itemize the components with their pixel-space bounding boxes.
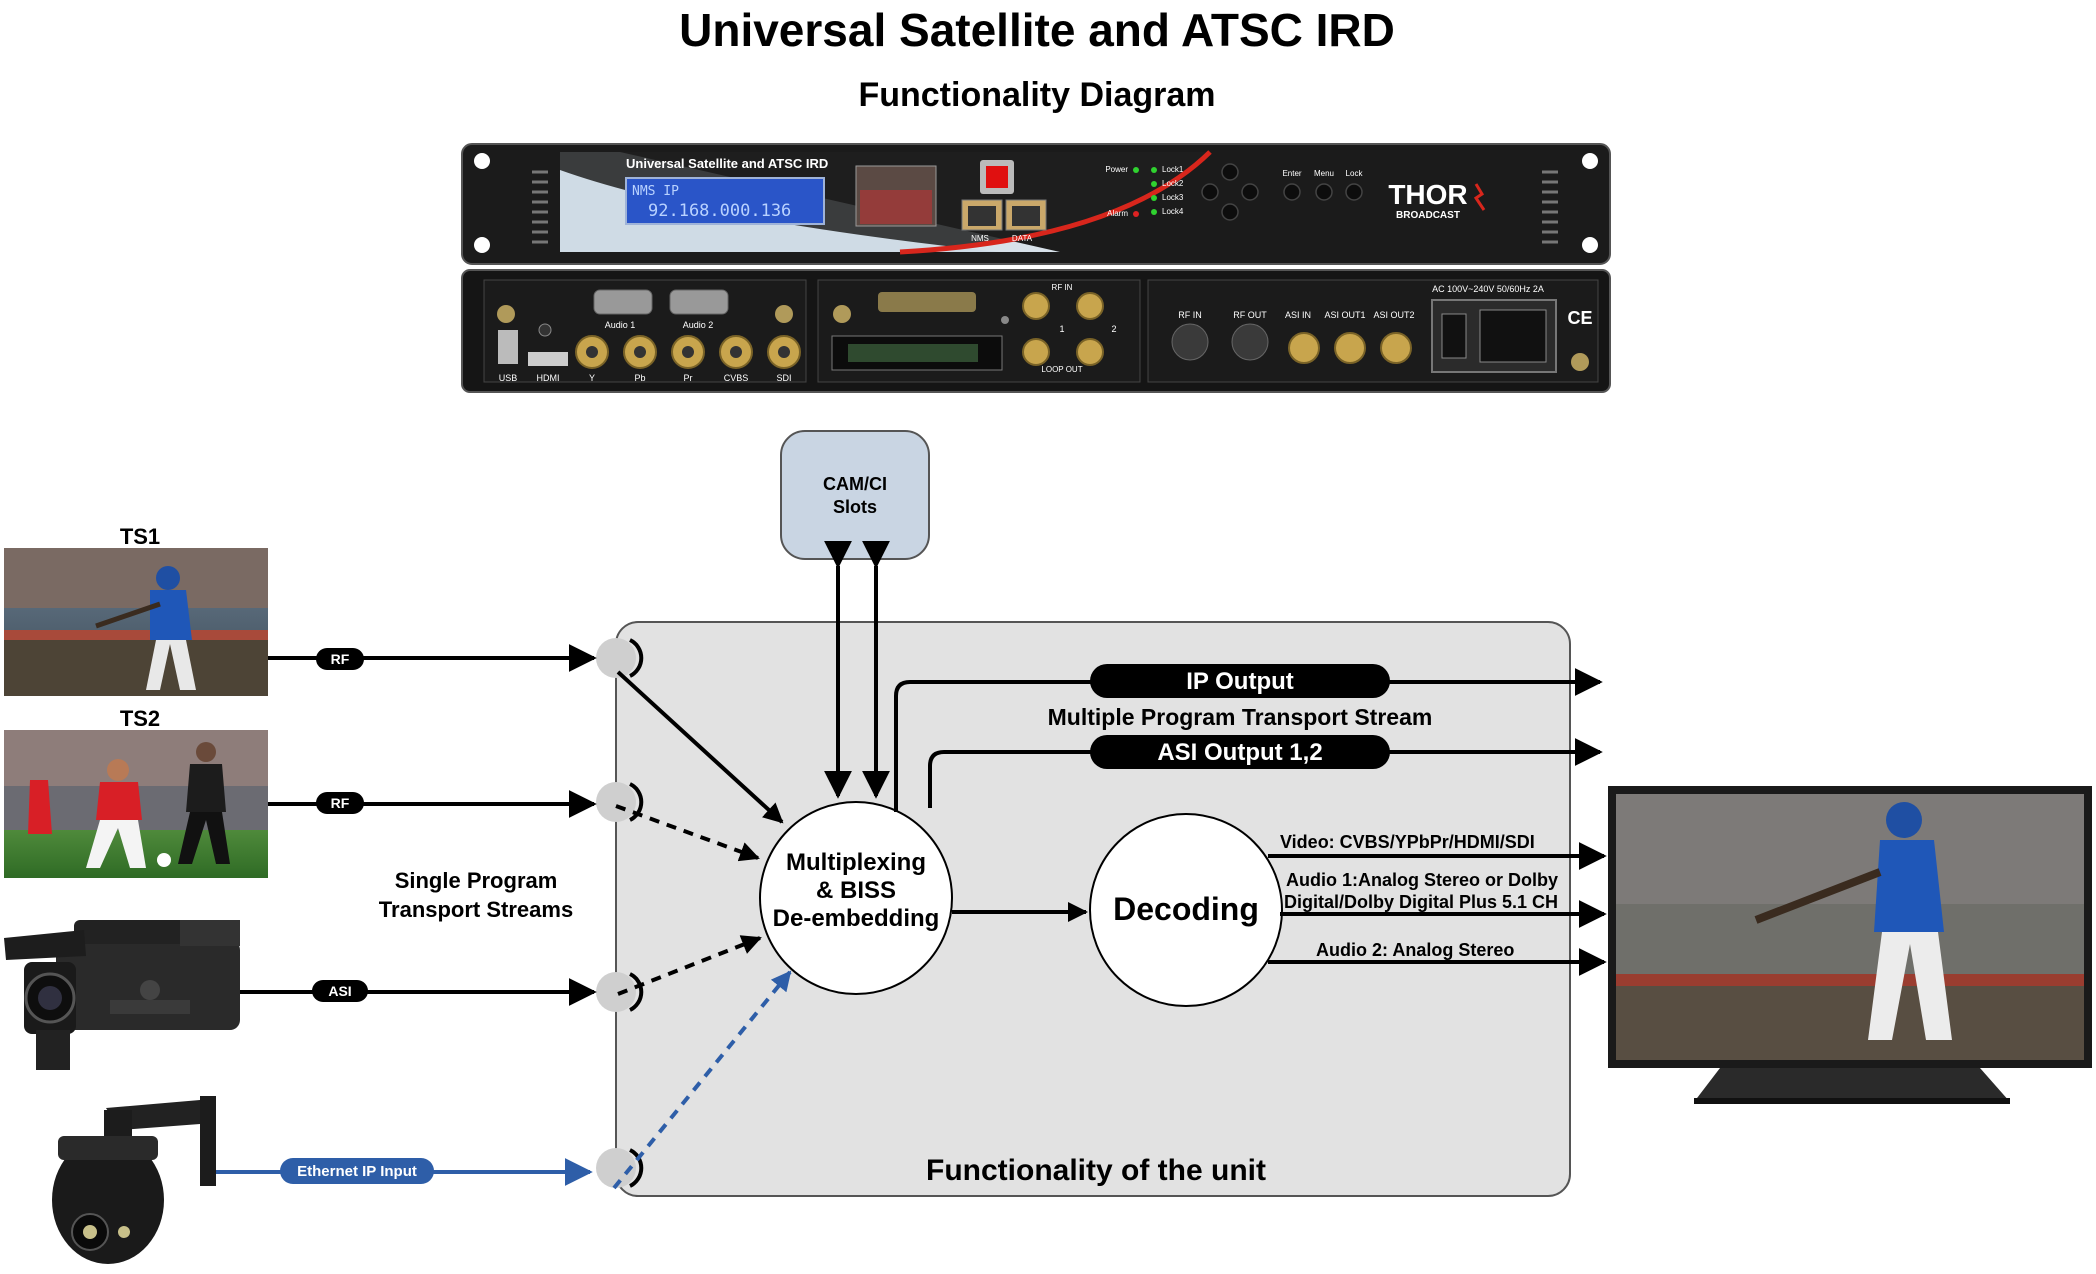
cam-ci-label-1: CAM/CI (823, 474, 887, 494)
spts-label-2: Transport Streams (379, 897, 573, 922)
cam-ci-label-2: Slots (833, 497, 877, 517)
led-lock3-label: Lock3 (1162, 193, 1184, 202)
svg-text:ASI Output 1,2: ASI Output 1,2 (1157, 739, 1322, 766)
ts2-label: TS2 (120, 706, 160, 731)
rear-rf-out-label: RF OUT (1233, 310, 1267, 320)
btn-menu-label: Menu (1314, 169, 1334, 178)
rear-power-spec: AC 100V~240V 50/60Hz 2A (1432, 284, 1544, 294)
mux-label-1: Multiplexing (786, 849, 926, 876)
rear-pr-label: Pr (684, 373, 693, 383)
ptz-camera-icon (52, 1096, 216, 1264)
rear-rf-in-label: RF IN (1178, 310, 1202, 320)
rear-num1: 1 (1059, 324, 1064, 334)
ip-output-route (894, 668, 1603, 812)
btn-enter-label: Enter (1282, 169, 1301, 178)
rear-cvbs-label: CVBS (724, 373, 749, 383)
brand-sub: BROADCAST (1396, 210, 1460, 221)
ts1-label: TS1 (120, 524, 160, 549)
unit-caption: Functionality of the unit (926, 1154, 1266, 1187)
input-connectors (596, 638, 644, 1188)
rear-num2: 2 (1111, 324, 1116, 334)
rear-asi-in-label: ASI IN (1285, 310, 1311, 320)
camcorder-icon (4, 920, 240, 1070)
rear-usb-label: USB (499, 373, 518, 383)
data-port-label: DATA (1012, 234, 1033, 243)
cam-ci-slots-box (780, 430, 930, 560)
led-power-label: Power (1105, 165, 1128, 174)
page-subtitle: Functionality Diagram (858, 76, 1215, 114)
baseball-photo (4, 548, 268, 696)
svg-text:Ethernet IP Input: Ethernet IP Input (297, 1163, 417, 1180)
multiplexing-node (759, 801, 953, 995)
rear-sdi-label: SDI (776, 373, 791, 383)
page-title: Universal Satellite and ATSC IRD (679, 4, 1395, 56)
rear-loop-out-label: LOOP OUT (1041, 365, 1082, 374)
rack-device-rear: Audio 1 Audio 2 USB HDMI Y Pb Pr CVBS SD… (461, 269, 1611, 393)
spts-label-1: Single Program (395, 868, 558, 893)
rear-pb-label: Pb (634, 373, 645, 383)
btn-lock-label: Lock (1346, 169, 1364, 178)
cam-mux-arrows (824, 540, 890, 799)
television-icon (1608, 786, 2092, 1104)
audio1-output-label-1: Audio 1:Analog Stereo or Dolby (1286, 870, 1558, 890)
rack-device-front: Universal Satellite and ATSC IRD NMS IP … (461, 143, 1611, 265)
decoding-label: Decoding (1113, 891, 1259, 927)
asi-output-pill: ASI Output 1,2 (1090, 735, 1390, 769)
rf2-tag: RF (316, 792, 364, 814)
mux-label-3: De-embedding (773, 905, 940, 932)
audio2-output-label: Audio 2: Analog Stereo (1316, 940, 1514, 960)
rear-audio1-label: Audio 1 (605, 320, 636, 330)
svg-text:ASI: ASI (328, 983, 351, 999)
lcd-line-2: 92.168.000.136 (648, 201, 791, 221)
led-alarm-label: Alarm (1107, 209, 1128, 218)
video-output-label: Video: CVBS/YPbPr/HDMI/SDI (1280, 832, 1535, 852)
lcd-line-1: NMS IP (632, 184, 679, 199)
led-lock1-label: Lock1 (1162, 165, 1184, 174)
rear-ce-mark: CE (1567, 308, 1592, 328)
rear-hdmi-label: HDMI (537, 373, 560, 383)
decoder-output-lines (1268, 842, 1607, 976)
rear-asi-out2-label: ASI OUT2 (1373, 310, 1414, 320)
brand-logo: THOR (1388, 179, 1467, 210)
rear-asi-out1-label: ASI OUT1 (1324, 310, 1365, 320)
front-model-label: Universal Satellite and ATSC IRD (626, 156, 828, 171)
front-nav-pad (1201, 163, 1363, 221)
svg-text:RF: RF (331, 651, 350, 667)
led-lock4-label: Lock4 (1162, 207, 1184, 216)
rf1-tag: RF (316, 648, 364, 670)
rear-y-label: Y (589, 373, 595, 383)
rear-audio2-label: Audio 2 (683, 320, 714, 330)
mux-label-2: & BISS (816, 877, 896, 904)
nms-port-label: NMS (971, 234, 989, 243)
mpts-label: Multiple Program Transport Stream (1048, 704, 1433, 730)
internal-routes (612, 670, 792, 1190)
soccer-photo (4, 730, 268, 878)
rear-rf-in-top-label: RF IN (1052, 283, 1073, 292)
svg-text:IP Output: IP Output (1186, 668, 1294, 695)
ethernet-tag: Ethernet IP Input (280, 1158, 434, 1184)
asi-tag: ASI (312, 980, 368, 1002)
lcd-display (625, 177, 825, 225)
ip-output-pill: IP Output (1090, 664, 1390, 698)
audio1-output-label-2: Digital/Dolby Digital Plus 5.1 CH (1284, 892, 1558, 912)
svg-text:RF: RF (331, 795, 350, 811)
led-lock2-label: Lock2 (1162, 179, 1184, 188)
decoding-node (1089, 813, 1283, 1007)
